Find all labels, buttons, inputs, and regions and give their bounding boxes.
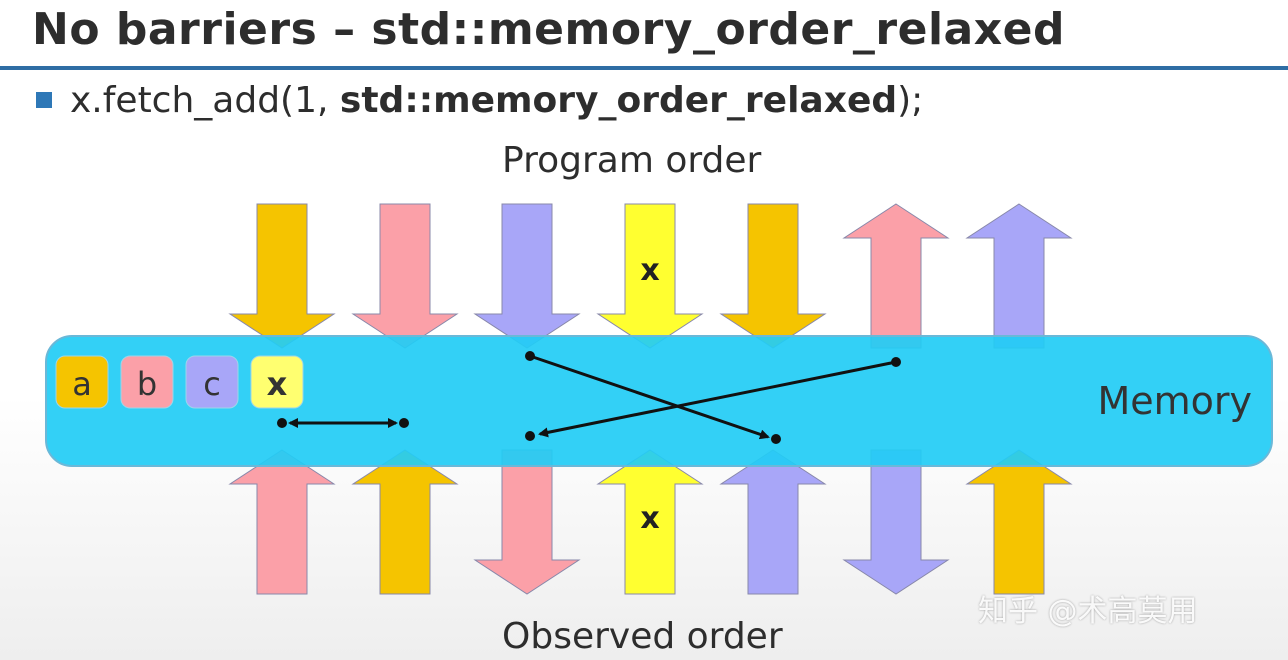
top-arrow-6 [842,203,950,349]
variable-box-b [120,355,174,409]
variable-box-c [185,355,239,409]
bottom-arrow-6 [842,449,950,595]
variable-label-c: c [203,365,221,403]
cross-arrow-pink [538,360,897,438]
variable-label-x: x [267,365,288,403]
watermark-text: 知乎 @术高莫用 [978,594,1198,629]
title-divider [0,66,1288,70]
top-arrow-3 [473,203,581,349]
bottom-arrow-1 [228,449,336,595]
bottom-arrow-5 [719,449,827,595]
slide-title: No barriers – std::memory_order_relaxed [32,4,1065,55]
program-order-label: Program order [502,140,762,181]
top-arrow-4 [596,203,704,349]
variable-box-x [250,355,304,409]
variable-label-a: a [72,365,92,403]
top-arrow-1 [228,203,336,349]
bottom-arrow-3 [473,449,581,595]
cross-dot-blue-end [771,434,781,444]
swap-dot-right [399,418,409,428]
variable-label-b: b [137,365,157,403]
cross-arrow-blue [529,354,770,440]
bullet-code-prefix: x.fetch_add(1, [70,80,340,121]
bottom-arrow-4 [596,449,704,595]
memory-label: Memory [1097,379,1252,423]
bullet-code-bold: std::memory_order_relaxed [339,80,898,121]
top-arrow-2 [351,203,459,349]
observed-order-label: Observed order [502,616,783,657]
bullet-code-suffix: ); [897,80,924,121]
arrows-layer: xx [228,203,1073,595]
bullet-code-line: x.fetch_add(1, std::memory_order_relaxed… [70,80,923,121]
top-arrow-5 [719,203,827,349]
bottom-arrow-2 [351,449,459,595]
bullet-marker [36,92,52,108]
cross-dot-blue-start [525,351,535,361]
top-arrow-4-label: x [640,253,659,288]
bottom-arrow-4-label: x [640,501,659,536]
ordering-lines-layer [277,351,901,444]
bottom-arrow-7 [965,449,1073,595]
cross-dot-pink-start [891,357,901,367]
cross-dot-pink-end [525,431,535,441]
top-arrow-7 [965,203,1073,349]
variable-box-a [55,355,109,409]
swap-dot-left [277,418,287,428]
